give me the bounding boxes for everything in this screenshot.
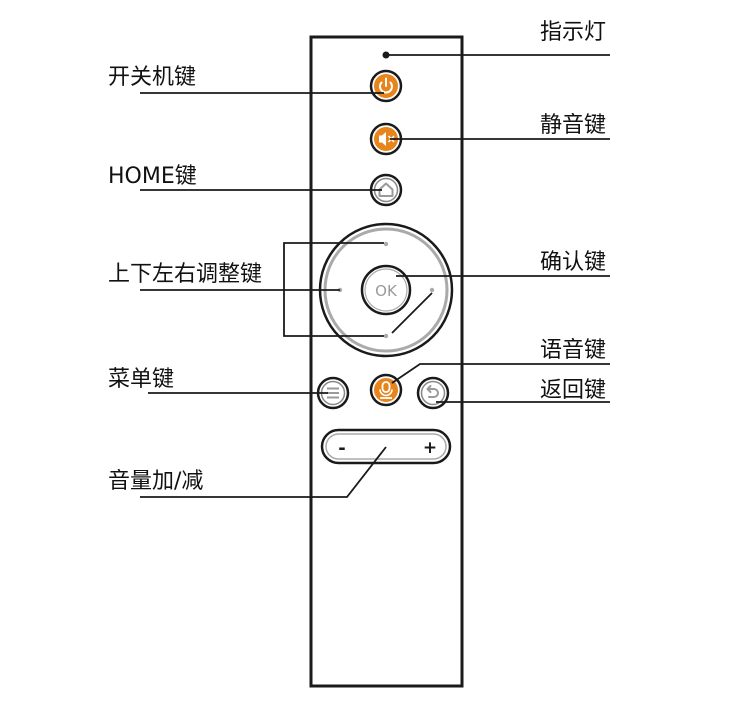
leader-dpad-diagonal — [391, 292, 433, 334]
label-voice: 语音键 — [540, 338, 607, 363]
dpad-down-dot — [383, 333, 389, 339]
voice-button[interactable] — [369, 373, 403, 407]
label-volume: 音量加/减 — [108, 469, 204, 494]
label-confirm: 确认键 — [540, 250, 607, 275]
label-indicator: 指示灯 — [540, 20, 607, 45]
ok-button[interactable]: OK — [360, 264, 412, 316]
label-power: 开关机键 — [108, 65, 197, 90]
back-arrow-icon — [426, 385, 439, 398]
power-button[interactable] — [369, 69, 403, 103]
power-icon — [379, 77, 393, 94]
menu-lines-icon — [327, 387, 339, 399]
back-button[interactable] — [416, 376, 450, 410]
dpad-right-dot — [429, 287, 435, 293]
menu-button[interactable] — [316, 376, 350, 410]
dpad-up-dot — [383, 241, 389, 247]
microphone-icon — [379, 381, 393, 399]
volume-plus-label[interactable]: + — [423, 438, 437, 458]
ok-label: OK — [375, 282, 398, 300]
volume-minus-label[interactable]: - — [338, 438, 345, 459]
leader-voice — [391, 363, 610, 384]
leader-volume — [140, 446, 387, 498]
volume-rocker[interactable]: - + — [320, 428, 452, 465]
label-dpad: 上下左右调整键 — [108, 262, 263, 287]
label-back: 返回键 — [540, 378, 607, 403]
leader-lines — [140, 54, 610, 498]
label-menu: 菜单键 — [108, 367, 175, 392]
label-mute: 静音键 — [540, 113, 607, 138]
label-home: HOME键 — [108, 164, 197, 189]
